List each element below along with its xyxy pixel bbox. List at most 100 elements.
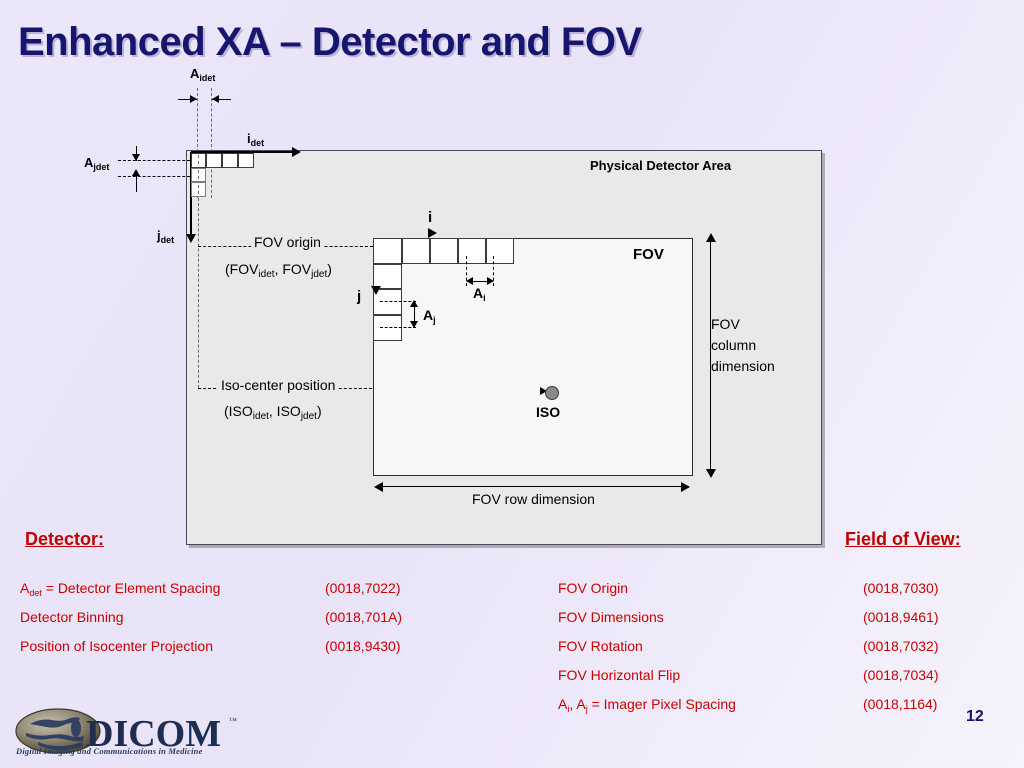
fov-row-ai-subscript: i <box>567 704 570 714</box>
detector-row-tag: (0018,9430) <box>325 638 401 654</box>
fov-axis-i-label: i <box>428 209 433 226</box>
a-i-arrow-right <box>487 277 494 285</box>
fov-section-heading-colon: : <box>954 529 961 549</box>
fov-row-dimension-arrow-left <box>374 482 383 492</box>
i-det-axis-arrowhead <box>292 147 301 157</box>
detector-row-tag: (0018,7022) <box>325 580 401 596</box>
fov-cell <box>373 315 402 341</box>
fov-row-tag: (0018,7032) <box>863 638 939 654</box>
fov-row-label-post: = Imager Pixel Spacing <box>587 696 736 712</box>
a-i-letter: A <box>473 285 484 301</box>
j-det-axis-label: jdet <box>157 228 174 245</box>
iso-center-coords-mid: , ISO <box>268 403 301 419</box>
dicom-logo-tagline: Digital Imaging and Communications in Me… <box>16 746 203 756</box>
detector-row-label: Adet = Detector Element Spacing <box>20 580 220 598</box>
fov-cell <box>430 238 458 264</box>
a-jdet-arrow-bottom <box>132 169 140 176</box>
fov-column-dimension-arrow-up <box>706 233 716 242</box>
a-j-arrow-down <box>410 321 418 328</box>
a-idet-tick-left-line <box>178 99 197 100</box>
fov-axis-j-arrowhead <box>371 286 381 295</box>
fov-cell <box>373 238 402 264</box>
fov-row-label: FOV Dimensions <box>558 609 664 625</box>
fov-origin-coords-mid: , FOV <box>274 261 312 277</box>
fov-section-heading-text: Field of View <box>845 529 955 549</box>
fov-row-dimension-line <box>377 486 689 487</box>
fov-column-dimension-line1: FOV <box>711 316 740 332</box>
a-idet-guide-right <box>211 88 212 198</box>
a-i-label: Ai <box>473 285 486 303</box>
fov-row-ai-letter: A <box>558 696 568 712</box>
detector-row-label-pre: A <box>20 580 30 596</box>
detector-cell-marker <box>198 155 199 164</box>
a-idet-label: Aidet <box>190 66 215 83</box>
fov-row-tag: (0018,9461) <box>863 609 939 625</box>
iso-center-coords-sub2: jdet <box>300 411 317 422</box>
page-title: Enhanced XA – Detector and FOV <box>18 20 642 64</box>
detector-row-label: Detector Binning <box>20 609 124 625</box>
fov-origin-coords-close: ) <box>327 261 332 277</box>
detector-cell-marker <box>198 185 199 194</box>
detector-cell <box>222 153 238 168</box>
a-j-subscript: j <box>433 315 436 325</box>
fov-row-tag: (0018,7034) <box>863 667 939 683</box>
fov-cell <box>402 238 430 264</box>
a-i-subscript: i <box>483 293 486 303</box>
i-det-letter: i <box>247 131 251 146</box>
a-i-arrow-left <box>466 277 473 285</box>
a-j-dimension-line <box>414 302 415 327</box>
fov-column-dimension-line2: column <box>711 337 757 353</box>
fov-section-heading: Field of View: <box>845 529 961 550</box>
fov-row-tag: (0018,7030) <box>863 580 939 596</box>
dicom-logo-graphic: DICOM ™ <box>15 708 237 755</box>
i-det-axis-line <box>191 151 295 153</box>
a-j-guide-top <box>380 301 416 302</box>
i-det-subscript: det <box>250 138 265 148</box>
dicom-logo: DICOM ™ <box>14 706 244 758</box>
a-jdet-subscript: jdet <box>93 162 110 172</box>
fov-axis-i-arrowhead <box>428 228 437 238</box>
a-j-arrow-up <box>410 300 418 307</box>
a-j-label: Aj <box>423 307 436 325</box>
fov-box <box>373 238 693 476</box>
i-det-axis-label: idet <box>247 131 264 148</box>
a-idet-guide-left <box>197 88 198 198</box>
fov-label: FOV <box>633 246 664 263</box>
fov-cell <box>486 238 514 264</box>
a-idet-tick-right-line <box>212 99 231 100</box>
a-jdet-arrow-top <box>132 154 140 161</box>
a-jdet-guide-bottom <box>118 176 200 177</box>
fov-cell <box>373 264 402 289</box>
a-idet-arrow-left <box>190 95 197 103</box>
page-number: 12 <box>966 708 984 725</box>
detector-row-tag: (0018,701A) <box>325 609 403 625</box>
fov-axis-j-label: j <box>357 288 362 305</box>
fov-row-dimension-arrow-right <box>681 482 690 492</box>
a-j-guide-bottom <box>380 327 416 328</box>
detector-cell-marker <box>198 170 199 179</box>
iso-center-coords: (ISOidet, ISOjdet) <box>224 403 322 422</box>
a-jdet-guide-top <box>118 160 200 161</box>
iso-marker-arrowhead <box>540 387 547 395</box>
a-i-guide-left <box>466 256 467 286</box>
detector-row-label: Position of Isocenter Projection <box>20 638 213 654</box>
fov-row-dimension-label: FOV row dimension <box>472 491 595 507</box>
detector-cell <box>238 153 254 168</box>
iso-marker-dot <box>545 386 559 400</box>
svg-text:™: ™ <box>229 716 237 725</box>
j-det-subscript: det <box>160 235 175 245</box>
panel-title-label: Physical Detector Area <box>590 158 732 173</box>
a-idet-arrow-right <box>212 95 219 103</box>
fov-row-label-mid: , A <box>569 696 586 712</box>
fov-cell <box>458 238 486 264</box>
fov-row-label: FOV Origin <box>558 580 629 596</box>
iso-center-coords-close: ) <box>316 403 322 419</box>
detector-cell <box>206 153 222 168</box>
fov-origin-coords: (FOVidet, FOVjdet) <box>225 261 332 280</box>
a-j-letter: A <box>423 307 434 323</box>
fov-row-label: Ai, Aj = Imager Pixel Spacing <box>558 696 736 714</box>
fov-origin-coords-sub2: jdet <box>311 269 328 280</box>
detector-section-heading: Detector: <box>25 529 104 550</box>
svg-text:DICOM: DICOM <box>86 713 221 755</box>
